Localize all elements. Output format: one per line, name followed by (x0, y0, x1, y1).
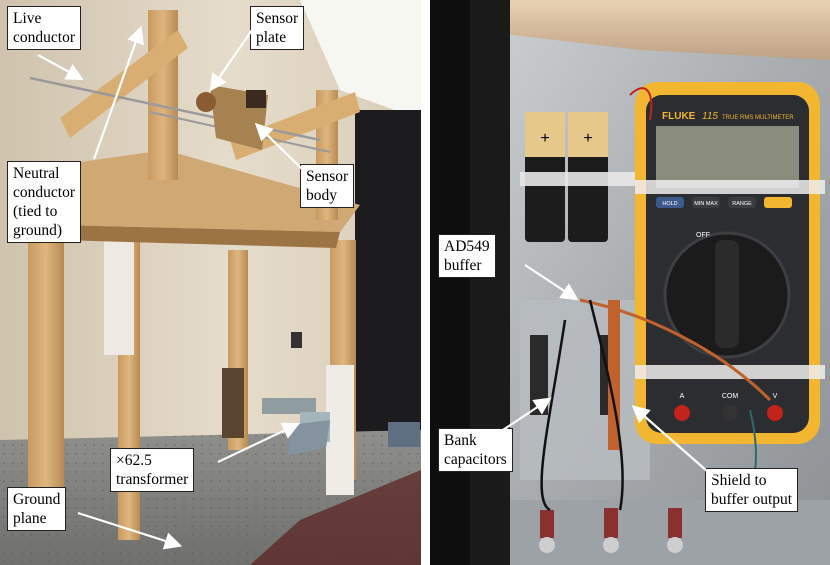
label-ad549-buffer: AD549 buffer (438, 234, 496, 278)
label-ground-plane: Ground plane (7, 487, 67, 531)
meter-model-desc: TRUE RMS MULTIMETER (722, 115, 794, 121)
arrow-buffer (524, 264, 579, 301)
right-arrows (499, 264, 716, 479)
meter-range-button: RANGE (732, 201, 752, 207)
label-sensor-body: Sensor body (300, 164, 355, 208)
arrow-plate (209, 29, 253, 92)
meter-brand: FLUKE (662, 111, 696, 122)
meter-terminal-com: COM (722, 393, 739, 400)
arrow-transformer (217, 422, 300, 463)
arrow-bank (499, 397, 552, 433)
left-arrows (37, 25, 304, 550)
label-sensor-plate: Sensor plate (250, 6, 305, 50)
multimeter: FLUKE 115 TRUE RMS MULTIMETER HOLD MIN M… (635, 82, 825, 444)
label-neutral-conductor: Neutral conductor (tied to ground) (7, 161, 81, 243)
arrow-neutral (92, 25, 144, 160)
meter-model: 115 (702, 111, 718, 122)
battery-plus-1: + (540, 130, 549, 147)
meter-hold-button: HOLD (662, 201, 677, 207)
battery-plus-2: + (583, 130, 592, 147)
label-live-conductor: Live conductor (7, 6, 81, 50)
bnc-connectors (539, 508, 683, 553)
battery-pack: + + (520, 112, 650, 242)
label-bank-capacitors: Bank capacitors (438, 428, 513, 472)
arrow-live (37, 54, 84, 81)
arrow-body (254, 122, 304, 171)
meter-terminal-v: V (773, 393, 778, 400)
label-shield: Shield to buffer output (705, 468, 799, 512)
meter-dial-off: OFF (696, 232, 710, 239)
arrow-ground (77, 511, 183, 550)
left-photo: Live conductor Sensor plate Neutral cond… (0, 0, 421, 565)
label-transformer: ×62.5 transformer (110, 448, 195, 492)
meter-terminal-a: A (680, 393, 685, 400)
meter-minmax-button: MIN MAX (694, 201, 718, 207)
arrow-shield (631, 405, 716, 479)
right-photo: + + FLUKE 115 TRUE RMS MULTIMETER HOLD M… (430, 0, 830, 565)
